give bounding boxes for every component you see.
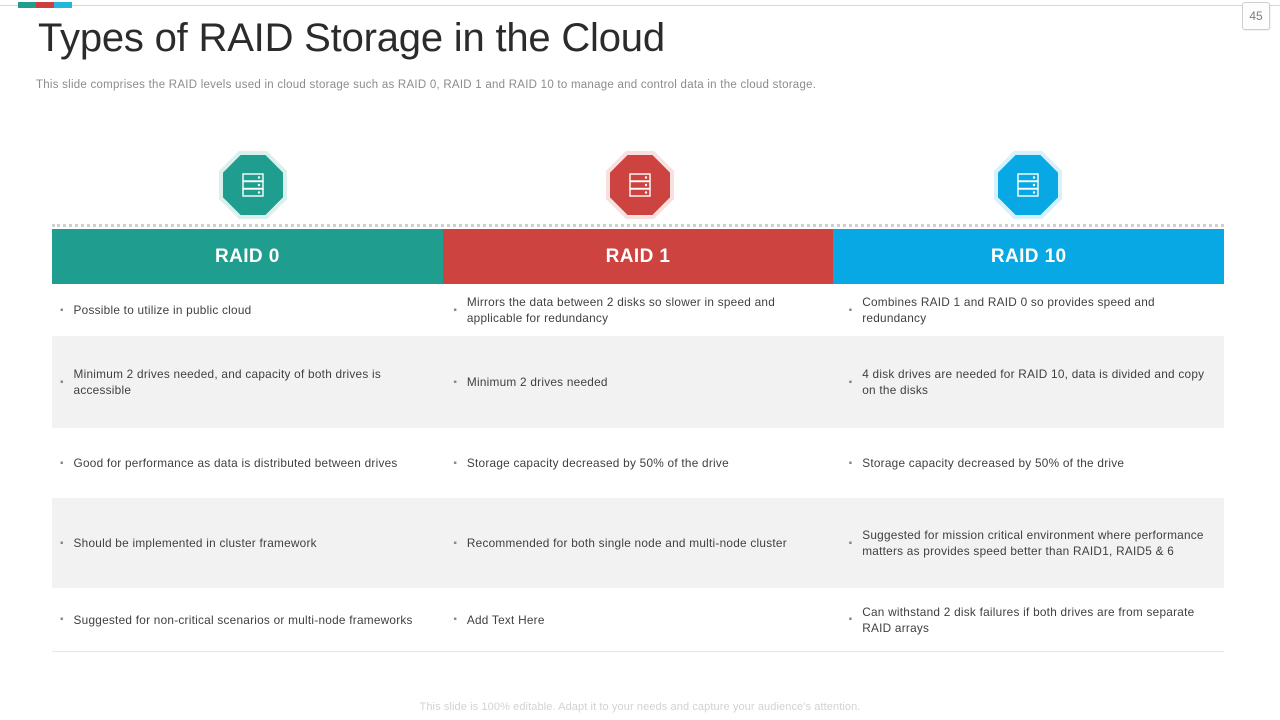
table-body: ▪ Possible to utilize in public cloud ▪ …: [52, 284, 1224, 651]
table-cell-raid1[interactable]: ▪ Storage capacity decreased by 50% of t…: [435, 428, 828, 498]
raid-comparison-table: RAID 0 RAID 1 RAID 10 ▪ Possible to util…: [52, 229, 1225, 651]
raid-1-icon-badge: [606, 151, 674, 219]
slide-footer-note: This slide is 100% editable. Adapt it to…: [419, 701, 861, 713]
raid-0-icon-badge: [219, 151, 287, 219]
bullet-icon: ▪: [60, 614, 64, 625]
table-row: ▪ Suggested for non-critical scenarios o…: [52, 588, 1224, 651]
octagon-shape: [998, 155, 1058, 215]
table-cell-raid10[interactable]: ▪ Suggested for mission critical environ…: [829, 498, 1224, 588]
bullet-icon: ▪: [848, 376, 853, 388]
table-header-row: RAID 0 RAID 1 RAID 10: [52, 229, 1225, 284]
bullet-icon: ▪: [848, 457, 853, 469]
accent-segment-cyan: [54, 2, 72, 8]
table-row: ▪ Minimum 2 drives needed, and capacity …: [52, 336, 1224, 428]
cell-text: Combines RAID 1 and RAID 0 so provides s…: [862, 295, 1155, 325]
server-rack-icon: [629, 173, 651, 197]
cell-text: Minimum 2 drives needed: [466, 375, 608, 389]
column-header-raid-1[interactable]: RAID 1: [442, 229, 834, 284]
bullet-icon: ▪: [60, 457, 64, 469]
column-header-raid-0[interactable]: RAID 0: [52, 229, 443, 284]
cell-text: Add Text Here: [466, 612, 545, 627]
table-cell-raid0[interactable]: ▪ Possible to utilize in public cloud: [52, 284, 435, 336]
table-cell-raid0[interactable]: ▪ Minimum 2 drives needed, and capacity …: [52, 336, 435, 428]
page-subtitle: This slide comprises the RAID levels use…: [36, 79, 817, 91]
table-row: ▪ Should be implemented in cluster frame…: [52, 498, 1224, 588]
table-row: ▪ Possible to utilize in public cloud ▪ …: [52, 284, 1224, 336]
cell-text: Should be implemented in cluster framewo…: [73, 536, 317, 550]
table-cell-raid10[interactable]: ▪ Storage capacity decreased by 50% of t…: [829, 428, 1224, 498]
accent-segment-teal: [18, 2, 36, 8]
accent-segment-red: [36, 2, 54, 8]
bullet-icon: ▪: [60, 376, 64, 388]
table-cell-raid1[interactable]: ▪ Recommended for both single node and m…: [435, 498, 828, 588]
header-rule: [0, 5, 1280, 6]
cell-text: Minimum 2 drives needed, and capacity of…: [73, 367, 382, 397]
table-cell-raid10[interactable]: ▪ Combines RAID 1 and RAID 0 so provides…: [829, 284, 1224, 336]
bullet-icon: ▪: [453, 304, 457, 316]
bullet-icon: ▪: [453, 376, 457, 388]
cell-text: Recommended for both single node and mul…: [466, 536, 787, 550]
cell-text: Storage capacity decreased by 50% of the…: [862, 456, 1125, 470]
cell-text: 4 disk drives are needed for RAID 10, da…: [862, 367, 1205, 397]
bullet-icon: ▪: [848, 614, 853, 625]
table-top-divider: [52, 224, 1224, 227]
table-cell-raid1[interactable]: ▪ Mirrors the data between 2 disks so sl…: [435, 284, 828, 336]
server-rack-icon: [242, 173, 264, 197]
bullet-icon: ▪: [453, 537, 457, 549]
cell-text: Mirrors the data between 2 disks so slow…: [466, 295, 776, 325]
server-rack-icon: [1017, 173, 1039, 197]
octagon-shape: [610, 155, 670, 215]
bullet-icon: ▪: [60, 304, 64, 316]
cell-text: Storage capacity decreased by 50% of the…: [466, 456, 729, 470]
octagon-shape: [223, 155, 283, 215]
table-cell-raid1[interactable]: ▪ Minimum 2 drives needed: [435, 336, 828, 428]
page-title: Types of RAID Storage in the Cloud: [38, 16, 665, 60]
table-cell-raid10[interactable]: ▪ 4 disk drives are needed for RAID 10, …: [829, 336, 1224, 428]
column-header-raid-10[interactable]: RAID 10: [833, 229, 1225, 284]
brand-accent-bar: [18, 2, 72, 8]
raid-10-icon-badge: [994, 151, 1062, 219]
table-cell-raid0[interactable]: ▪ Should be implemented in cluster frame…: [52, 498, 435, 588]
cell-text: Suggested for non-critical scenarios or …: [73, 612, 413, 627]
table-bottom-divider: [52, 651, 1224, 652]
cell-text: Suggested for mission critical environme…: [862, 528, 1204, 558]
bullet-icon: ▪: [60, 537, 64, 549]
icon-row: [52, 151, 1224, 219]
cell-text: Good for performance as data is distribu…: [73, 456, 398, 470]
cell-text: Possible to utilize in public cloud: [73, 303, 252, 317]
bullet-icon: ▪: [848, 304, 853, 316]
bullet-icon: ▪: [453, 614, 457, 625]
table-cell-raid1[interactable]: ▪ Add Text Here: [435, 588, 828, 651]
table-cell-raid0[interactable]: ▪ Good for performance as data is distri…: [52, 428, 435, 498]
table-cell-raid0[interactable]: ▪ Suggested for non-critical scenarios o…: [52, 588, 435, 651]
bullet-icon: ▪: [848, 537, 853, 549]
table-cell-raid10[interactable]: ▪ Can withstand 2 disk failures if both …: [829, 588, 1224, 651]
table-row: ▪ Good for performance as data is distri…: [52, 428, 1224, 498]
page-number-badge[interactable]: 45: [1242, 2, 1270, 30]
cell-text: Can withstand 2 disk failures if both dr…: [862, 604, 1195, 635]
bullet-icon: ▪: [453, 457, 457, 469]
